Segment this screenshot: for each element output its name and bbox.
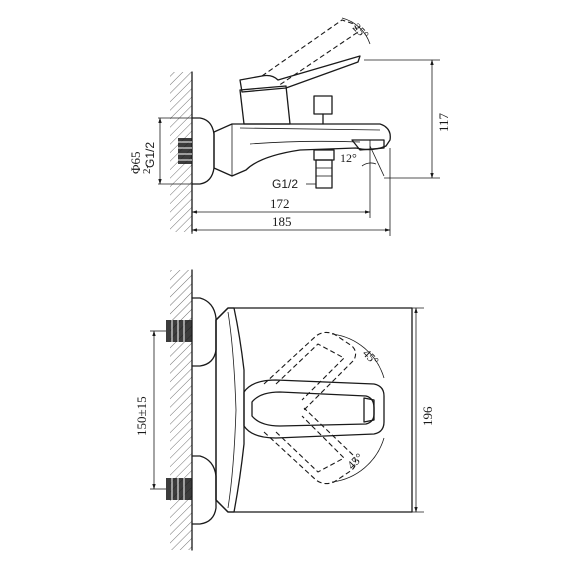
diverter-knob [313, 95, 333, 115]
angle-label-spout: 12° [340, 151, 357, 165]
hose-connector [315, 159, 333, 189]
body-front [215, 307, 245, 513]
dim-label-117: 117 [436, 112, 451, 132]
dim-label-196: 196 [420, 406, 435, 426]
thread-lower-front [166, 478, 192, 500]
handle-lever-side [239, 55, 361, 93]
handle-rotated-lower [263, 407, 357, 485]
angle-arc-upper [331, 333, 385, 379]
flange-lower-front [191, 455, 217, 525]
angle-arc-handle [341, 17, 371, 45]
thread-label-side: G1/2 [143, 142, 157, 168]
handle-base-side [239, 85, 291, 125]
dim-label-185: 185 [272, 214, 292, 229]
front-view: 45° 45° 196 150±15 [134, 269, 435, 551]
svg-text:2-: 2- [141, 165, 153, 175]
dim-label-center: 150±15 [134, 396, 149, 436]
wall-flange-top [191, 117, 215, 185]
handle-rotated-upper [263, 331, 357, 411]
thread-upper-front [166, 320, 192, 342]
spout-tip-side [351, 139, 385, 151]
handle-lever-front [243, 379, 385, 439]
handle-lever-tip [363, 397, 375, 423]
side-view: 25° 12° 117 Φ65 G1/2 2- G1/2 172 185 [128, 17, 451, 236]
dim-label-172: 172 [270, 196, 290, 211]
thread-label-bottom: G1/2 [272, 177, 298, 191]
handle-lever-rotated [261, 19, 359, 87]
flange-upper-front [191, 297, 217, 367]
wall-hatch-front [170, 270, 192, 550]
hose-connector-top [313, 149, 335, 161]
angle-label-handle: 25° [350, 20, 372, 42]
wall-thread-top [178, 138, 192, 164]
handle-lever-inner [251, 391, 375, 427]
angle-arc-lower [331, 437, 385, 483]
dim-label-diameter: Φ65 [128, 151, 143, 174]
